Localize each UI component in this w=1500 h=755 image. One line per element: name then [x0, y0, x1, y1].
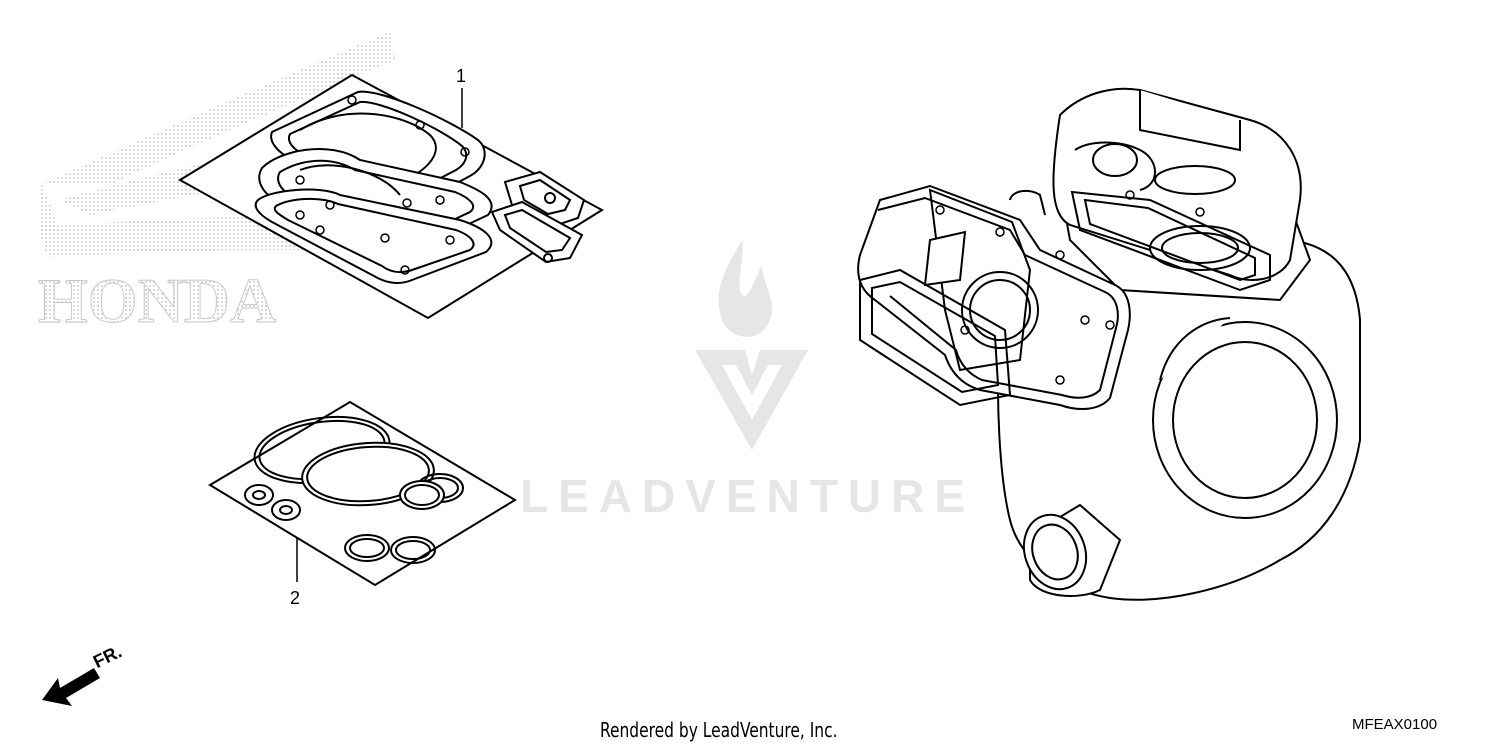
leadventure-watermark: LEADVENTURE — [520, 240, 975, 522]
footer-credit: Rendered by LeadVenture, Inc. — [600, 718, 838, 742]
honda-wordmark: HONDA — [38, 265, 276, 336]
front-direction-arrow — [42, 668, 100, 706]
gasket-kit-a — [178, 73, 604, 320]
diagram-code: MFEAX0100 — [1352, 716, 1438, 733]
gasket-kit-b — [208, 400, 517, 587]
svg-text:LEADVENTURE: LEADVENTURE — [520, 470, 975, 522]
engine-illustration — [857, 87, 1361, 601]
callout-part-1: 1 — [456, 66, 467, 86]
callout-part-2: 2 — [290, 588, 301, 608]
arrow-down-left-icon — [42, 668, 100, 706]
